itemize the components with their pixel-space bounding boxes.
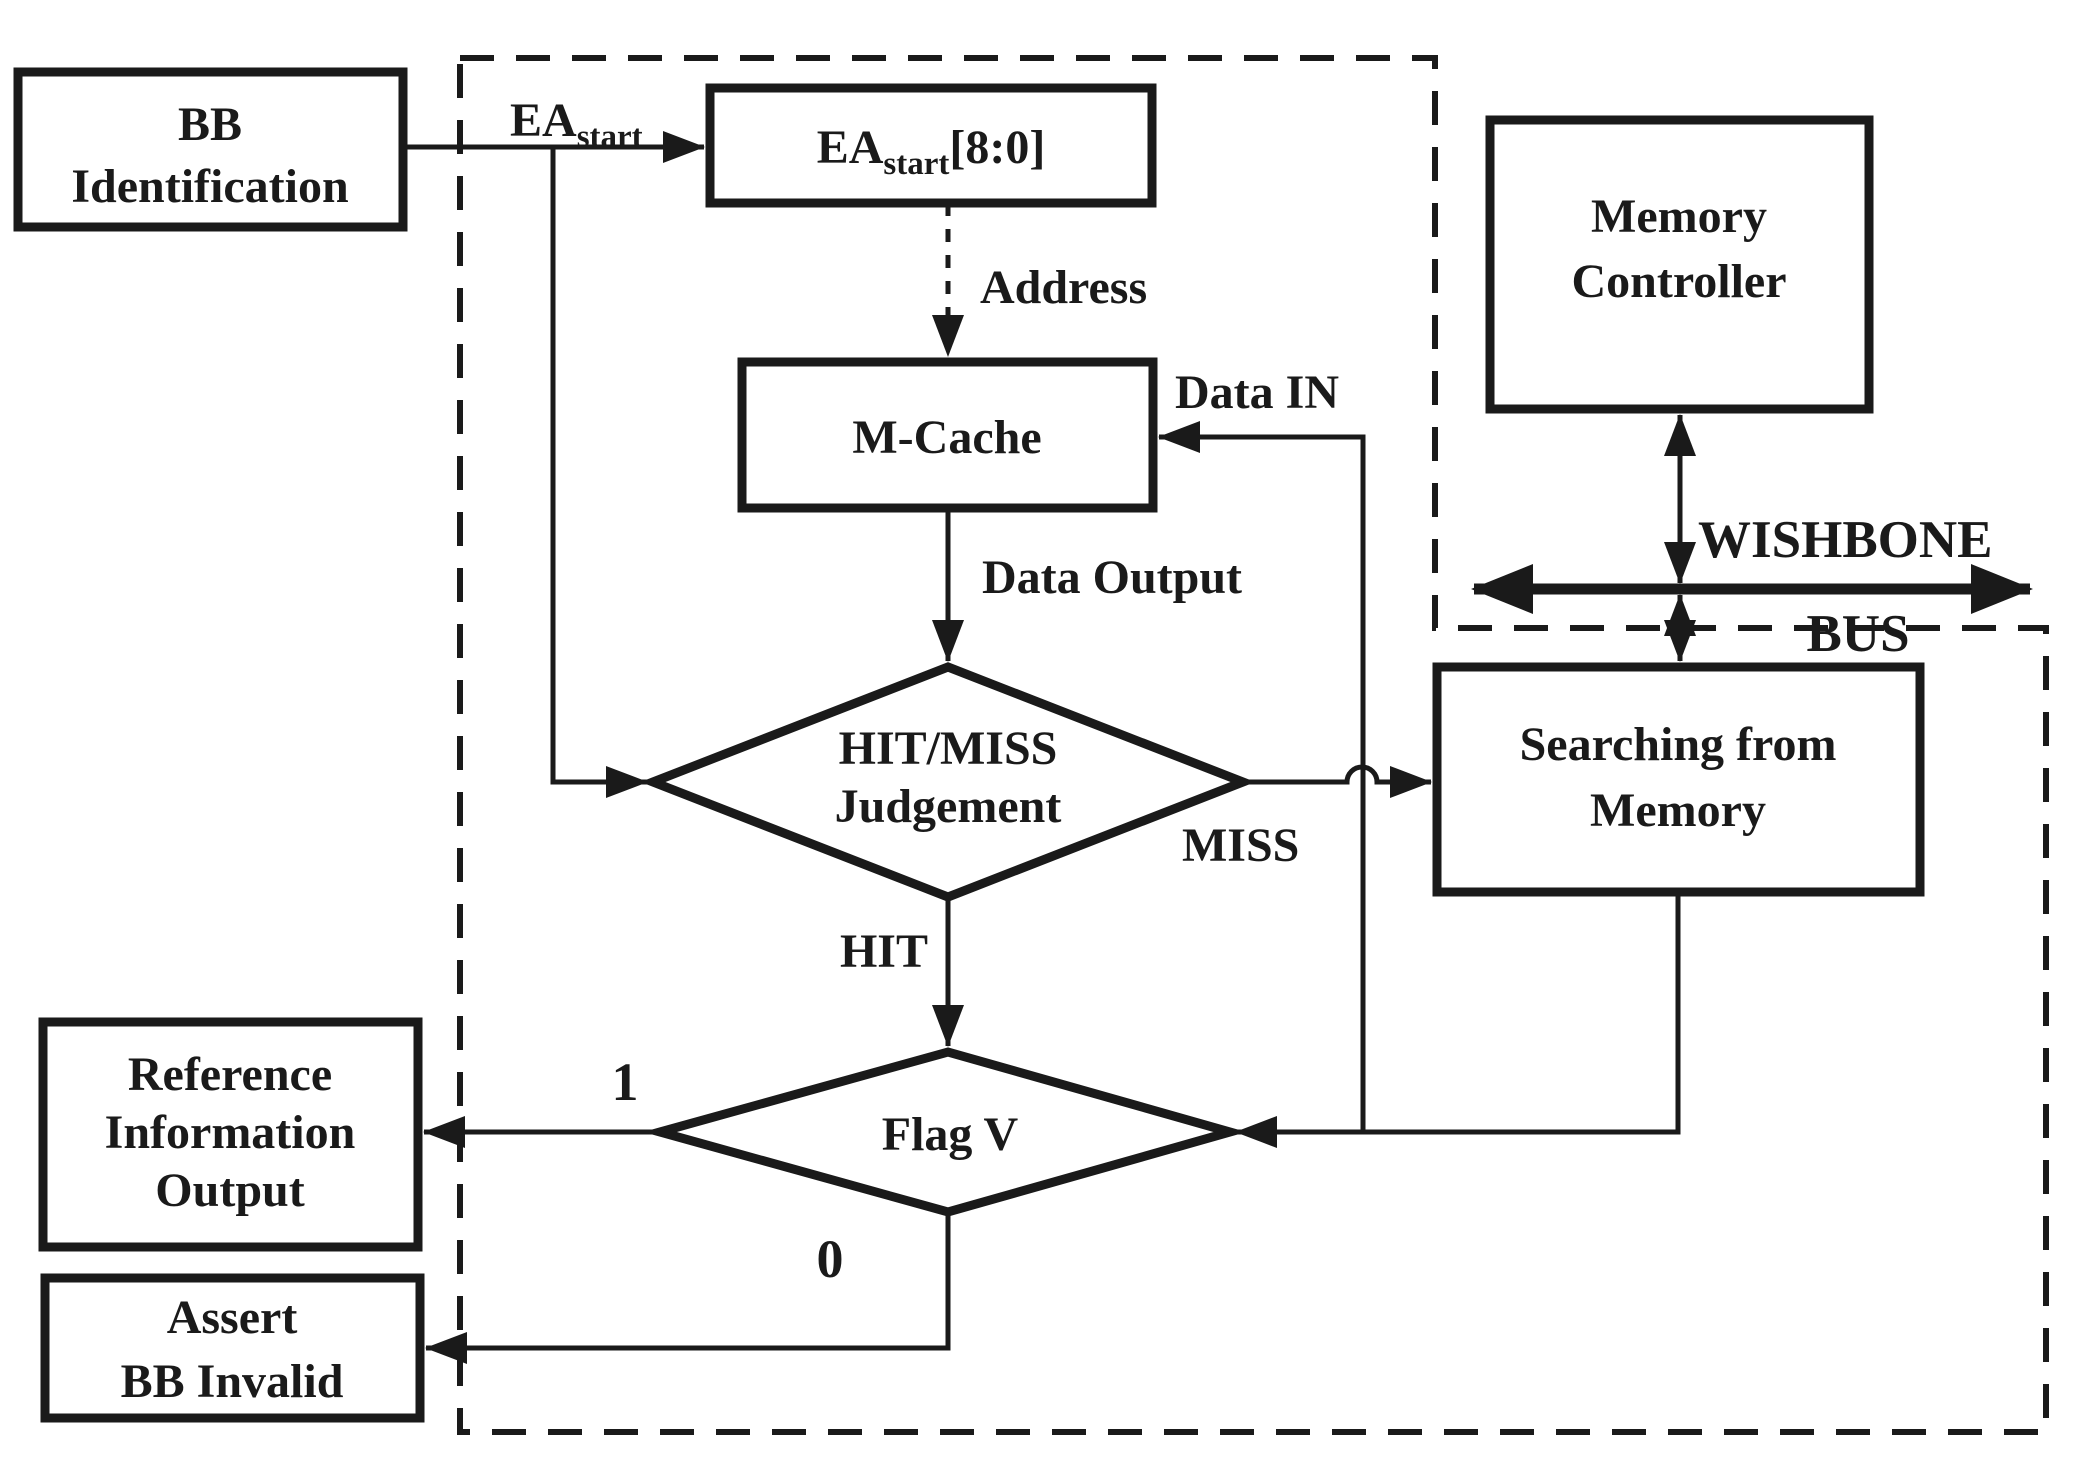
wishbone-label: WISHBONE — [1698, 511, 1993, 569]
ea-register-label: EAstart[8:0] — [817, 121, 1046, 182]
bus-label: BUS — [1806, 605, 1909, 663]
flag-one-label: 1 — [612, 1052, 639, 1112]
dashed-module-boundary — [457, 55, 2049, 1435]
hit-miss-judgement-diamond — [640, 662, 1256, 902]
flag-zero-label: 0 — [817, 1229, 844, 1289]
memory-controller-box — [1485, 115, 1874, 414]
searching-from-memory-line1: Searching from — [1520, 718, 1837, 771]
ea-start-edge-label: EAstart — [510, 94, 643, 155]
reference-line1: Reference — [128, 1048, 332, 1101]
assert-bb-invalid-box — [40, 1273, 425, 1423]
wire-flag-zero — [425, 1212, 951, 1364]
searching-from-memory-line2: Memory — [1590, 784, 1766, 837]
memory-controller-line2: Controller — [1571, 255, 1786, 308]
bb-identification-box — [13, 67, 408, 232]
hit-label: HIT — [840, 925, 928, 978]
hit-miss-judgement-line1: HIT/MISS — [839, 722, 1058, 775]
m-cache-box — [737, 357, 1158, 513]
reference-line3: Output — [155, 1164, 304, 1217]
wire-data-in-feedback — [1158, 421, 1366, 1132]
assert-bb-invalid-line2: BB Invalid — [121, 1355, 344, 1408]
wire-searching-to-flagv — [1235, 892, 1681, 1148]
flag-v-diamond — [643, 1047, 1247, 1217]
searching-from-memory-box — [1432, 662, 1925, 897]
data-output-label: Data Output — [982, 551, 1242, 604]
data-in-label: Data IN — [1175, 366, 1339, 419]
wire-miss-with-hop — [1243, 764, 1432, 798]
reference-line2: Information — [105, 1106, 356, 1159]
flag-v-label: Flag V — [882, 1108, 1019, 1161]
assert-bb-invalid-line1: Assert — [167, 1291, 298, 1344]
bb-identification-line2: Identification — [71, 160, 348, 213]
address-label: Address — [980, 261, 1147, 314]
bb-identification-line1: BB — [178, 98, 242, 151]
wire-ea-branch-to-judgement — [550, 147, 648, 798]
hit-miss-judgement-line2: Judgement — [835, 780, 1062, 833]
ea-register-box — [705, 83, 1157, 208]
memory-controller-line1: Memory — [1591, 190, 1767, 243]
miss-label: MISS — [1182, 819, 1299, 872]
m-cache-label: M-Cache — [852, 411, 1041, 464]
reference-information-output-box — [38, 1017, 423, 1252]
